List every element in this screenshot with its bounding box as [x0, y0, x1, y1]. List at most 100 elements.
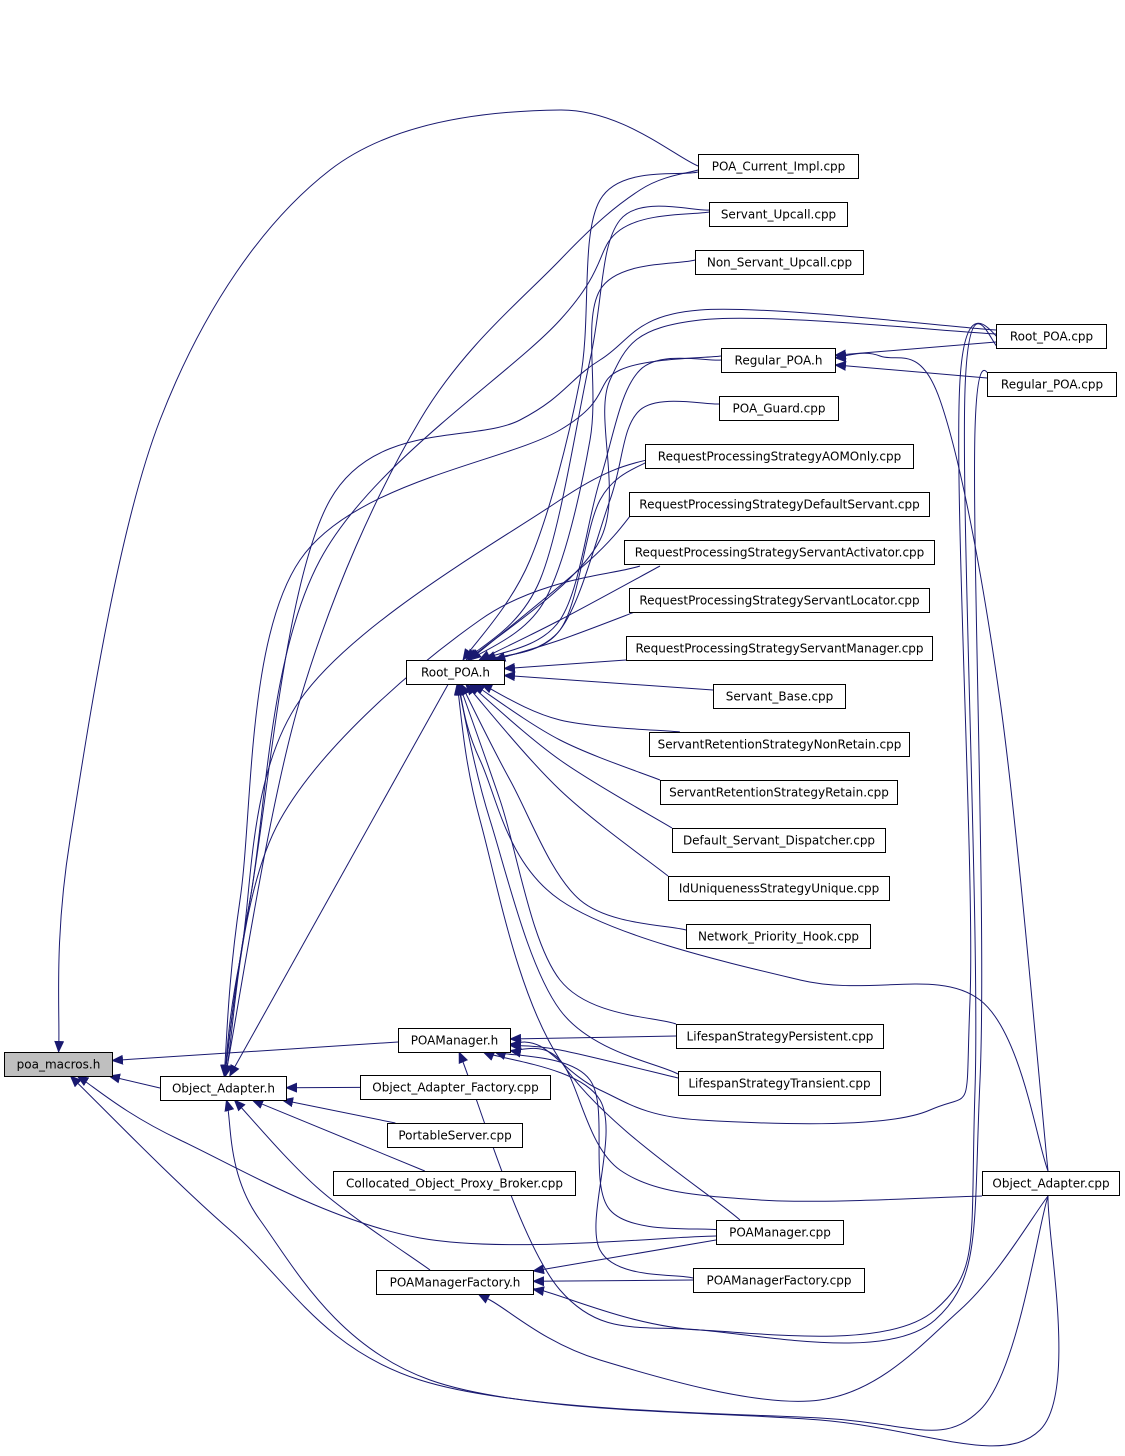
edge-root_poa_cpp-to-poamanager_h [509, 322, 1011, 1125]
node-label: POA_Guard.cpp [733, 402, 826, 416]
node-box [624, 540, 935, 565]
node-box [406, 660, 505, 685]
edge-network_priority_hook_cpp-to-root_poa_h [460, 683, 687, 931]
node-label: Non_Servant_Upcall.cpp [707, 256, 852, 270]
node-label: ServantRetentionStrategyNonRetain.cpp [658, 738, 902, 752]
node-poamanagerfactory-cpp[interactable]: POAManagerFactory.cpp [693, 1268, 865, 1293]
node-lifespan-transient-cpp[interactable]: LifespanStrategyTransient.cpp [678, 1071, 881, 1096]
node-network-priority-hook-cpp[interactable]: Network_Priority_Hook.cpp [686, 924, 871, 949]
node-box [695, 250, 864, 275]
node-poa-current-impl-cpp[interactable]: POA_Current_Impl.cpp [698, 154, 859, 179]
edge-collocated_broker_cpp-to-object_adapter_h [251, 1099, 425, 1172]
edge-object_adapter_cpp-to-regular_poa_h [834, 352, 1049, 1172]
edge-rps_servantactivator_cpp-to-root_poa_h [478, 565, 661, 661]
edge-object_adapter_cpp-to-root_poa_h [456, 683, 1049, 1172]
node-label: LifespanStrategyPersistent.cpp [687, 1030, 874, 1044]
node-rps-servantmanager-cpp[interactable]: RequestProcessingStrategyServantManager.… [626, 636, 933, 661]
node-root-poa-h[interactable]: Root_POA.h [406, 660, 505, 685]
edge-poa_current_impl_cpp-to-object_adapter_h [222, 169, 699, 1077]
edge-rps_defaultservant_cpp-to-root_poa_h [468, 509, 636, 661]
node-label: LifespanStrategyTransient.cpp [688, 1077, 870, 1091]
node-iduniqueness-unique-cpp[interactable]: IdUniquenessStrategyUnique.cpp [668, 876, 890, 901]
node-box [676, 1024, 884, 1049]
edge-object_adapter_cpp-to-poa_macros_h [69, 1075, 1049, 1431]
node-label: POAManagerFactory.h [390, 1276, 521, 1290]
edge-root_poa_cpp-to-object_adapter_h [221, 308, 997, 1077]
node-box [398, 1028, 511, 1053]
edge-object_adapter_cpp-to-poamanagerfactory_h [476, 1195, 1049, 1402]
node-box [629, 588, 930, 613]
node-label: Object_Adapter_Factory.cpp [372, 1081, 538, 1095]
edge-iduniqueness_unique_cpp-to-root_poa_h [465, 683, 669, 877]
node-servant-base-cpp[interactable]: Servant_Base.cpp [713, 684, 846, 709]
node-label: Root_POA.cpp [1010, 330, 1093, 344]
node-root-poa-cpp[interactable]: Root_POA.cpp [996, 324, 1107, 349]
edge-lifespan_persistent_cpp-to-root_poa_h [458, 683, 677, 1025]
node-box [668, 876, 890, 901]
edge-root_poa_cpp-to-poamanagerfactory_h [525, 323, 1001, 1337]
node-collocated-broker-cpp[interactable]: Collocated_Object_Proxy_Broker.cpp [333, 1171, 576, 1196]
node-object-adapter-h[interactable]: Object_Adapter.h [160, 1076, 287, 1101]
node-label: Object_Adapter.h [172, 1082, 275, 1096]
edge-srs_retain_cpp-to-root_poa_h [472, 683, 661, 781]
edge-object_adapter_cpp-to-poamanager_h [509, 1047, 983, 1202]
node-rps-defaultservant-cpp[interactable]: RequestProcessingStrategyDefaultServant.… [629, 492, 930, 517]
node-label: Servant_Base.cpp [726, 690, 834, 704]
node-poamanager-h[interactable]: POAManager.h [398, 1028, 511, 1053]
node-box [996, 324, 1107, 349]
node-label: Network_Priority_Hook.cpp [698, 930, 859, 944]
edge-regular_poa_h-to-root_poa_h [478, 357, 722, 661]
node-box [376, 1270, 534, 1295]
node-srs-nonretain-cpp[interactable]: ServantRetentionStrategyNonRetain.cpp [649, 732, 910, 757]
node-label: Regular_POA.h [735, 354, 823, 368]
edge-regular_poa_h-to-object_adapter_h [220, 355, 722, 1077]
node-label: RequestProcessingStrategyServantActivato… [635, 546, 925, 560]
node-label: ServantRetentionStrategyRetain.cpp [669, 786, 889, 800]
node-poa-guard-cpp[interactable]: POA_Guard.cpp [719, 396, 839, 421]
node-rps-servantlocator-cpp[interactable]: RequestProcessingStrategyServantLocator.… [629, 588, 930, 613]
edge-servant_upcall_cpp-to-root_poa_h [465, 205, 710, 661]
node-box [721, 348, 836, 373]
node-default-servant-dispatcher-cpp[interactable]: Default_Servant_Dispatcher.cpp [672, 828, 886, 853]
edge-poamanager_cpp-to-poamanagerfactory_h [524, 1239, 717, 1275]
node-box [987, 372, 1117, 397]
node-box [709, 202, 848, 227]
node-object-adapter-factory-cpp[interactable]: Object_Adapter_Factory.cpp [360, 1075, 551, 1100]
node-box [660, 780, 898, 805]
node-regular-poa-h[interactable]: Regular_POA.h [721, 348, 836, 373]
edge-poamanager_cpp-to-root_poa_h [453, 683, 741, 1221]
edge-layer [54, 109, 1060, 1447]
node-label: RequestProcessingStrategyDefaultServant.… [639, 498, 919, 512]
node-box [387, 1123, 523, 1148]
edge-rps_servantlocator_cpp-to-root_poa_h [493, 609, 641, 662]
node-box [686, 924, 871, 949]
node-label: Object_Adapter.cpp [992, 1177, 1109, 1191]
edge-lifespan_transient_cpp-to-poamanager_h [509, 1041, 679, 1079]
node-rps-servantactivator-cpp[interactable]: RequestProcessingStrategyServantActivato… [624, 540, 935, 565]
edge-rps_aomonly_cpp-to-object_adapter_h [221, 455, 661, 1077]
node-non-servant-upcall-cpp[interactable]: Non_Servant_Upcall.cpp [695, 250, 864, 275]
edge-root_poa_cpp-to-root_poa_h [467, 317, 997, 661]
node-poamanager-cpp[interactable]: POAManager.cpp [716, 1220, 844, 1245]
node-regular-poa-cpp[interactable]: Regular_POA.cpp [987, 372, 1117, 397]
node-srs-retain-cpp[interactable]: ServantRetentionStrategyRetain.cpp [660, 780, 898, 805]
node-rps-aomonly-cpp[interactable]: RequestProcessingStrategyAOMOnly.cpp [645, 444, 914, 469]
node-label: RequestProcessingStrategyAOMOnly.cpp [658, 450, 901, 464]
node-poamanagerfactory-h[interactable]: POAManagerFactory.h [376, 1270, 534, 1295]
node-lifespan-persistent-cpp[interactable]: LifespanStrategyPersistent.cpp [676, 1024, 884, 1049]
node-portableserver-cpp[interactable]: PortableServer.cpp [387, 1123, 523, 1148]
node-object-adapter-cpp[interactable]: Object_Adapter.cpp [982, 1171, 1120, 1196]
edge-poa_current_impl_cpp-to-poa_macros_h [54, 109, 699, 1053]
edge-poamanager_h-to-poa_macros_h [111, 1041, 399, 1065]
node-box [982, 1171, 1120, 1196]
node-servant-upcall-cpp[interactable]: Servant_Upcall.cpp [709, 202, 848, 227]
edge-poamanager_cpp-to-poamanager_h [493, 1050, 721, 1231]
edge-poamanagerfactory_cpp-to-poamanagerfactory_h [532, 1276, 694, 1287]
node-box [713, 684, 846, 709]
node-label: IdUniquenessStrategyUnique.cpp [679, 882, 879, 896]
edge-poa_guard_cpp-to-root_poa_h [484, 400, 720, 661]
edge-rps_servantactivator_cpp-to-object_adapter_h [222, 565, 641, 1077]
node-label: Default_Servant_Dispatcher.cpp [683, 834, 875, 848]
node-poa-macros-h[interactable]: poa_macros.h [4, 1052, 113, 1077]
